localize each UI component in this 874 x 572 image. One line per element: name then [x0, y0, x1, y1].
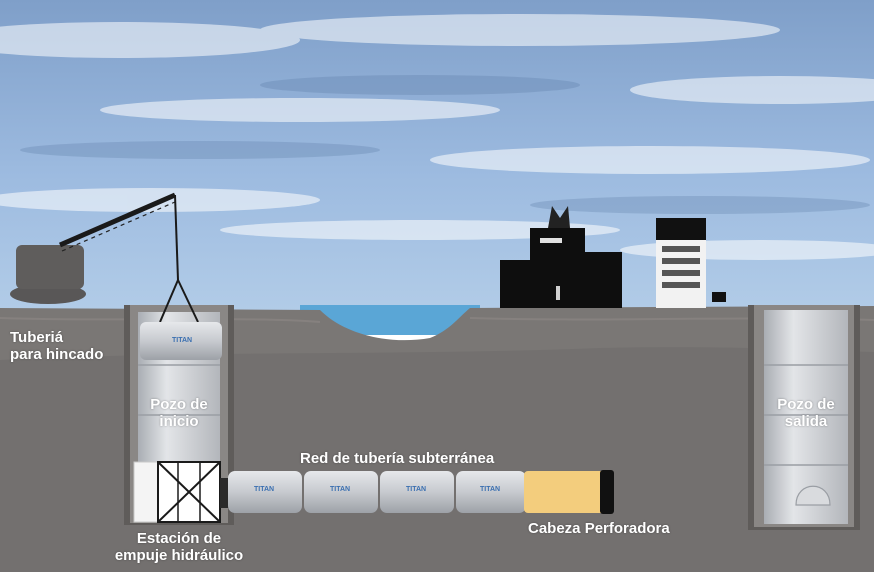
hydraulic-station [133, 461, 230, 523]
label-estacion-line1: Estación de [136, 530, 222, 547]
label-tuberia-hincado: Tuberiá para hincado [10, 329, 103, 363]
label-pozo-inicio-line1: Pozo de [150, 396, 208, 413]
pipe-brand: TITAN [172, 337, 192, 344]
crane [10, 192, 199, 323]
label-cabeza-perforadora: Cabeza Perforadora [528, 520, 670, 537]
drill-head [524, 470, 614, 514]
svg-text:TITAN: TITAN [480, 486, 500, 493]
label-estacion-empuje: Estación de empuje hidráulico [104, 530, 254, 564]
label-tuberia-line1: Tuberiá [10, 329, 64, 346]
svg-text:TITAN: TITAN [330, 486, 350, 493]
label-pozo-inicio-line2: inicio [159, 413, 199, 430]
pipe-network: TITAN TITAN TITAN TITAN [228, 471, 526, 513]
label-tuberia-line2: para hincado [10, 346, 104, 363]
hanging-pipe: TITAN [140, 322, 222, 360]
label-pozo-salida: Pozo de salida [764, 396, 848, 430]
label-pozo-salida-line2: salida [784, 413, 828, 430]
exit-shaft [748, 305, 860, 530]
surface-machinery [500, 206, 726, 308]
label-red-tuberia: Red de tubería subterránea [300, 450, 495, 467]
cloud-shadows [20, 75, 870, 214]
svg-text:TITAN: TITAN [254, 486, 274, 493]
label-pozo-inicio: Pozo de inicio [138, 396, 220, 430]
clouds [0, 14, 874, 260]
label-estacion-line2: empuje hidráulico [114, 547, 244, 564]
label-pozo-salida-line1: Pozo de [777, 396, 835, 413]
svg-text:TITAN: TITAN [406, 486, 426, 493]
